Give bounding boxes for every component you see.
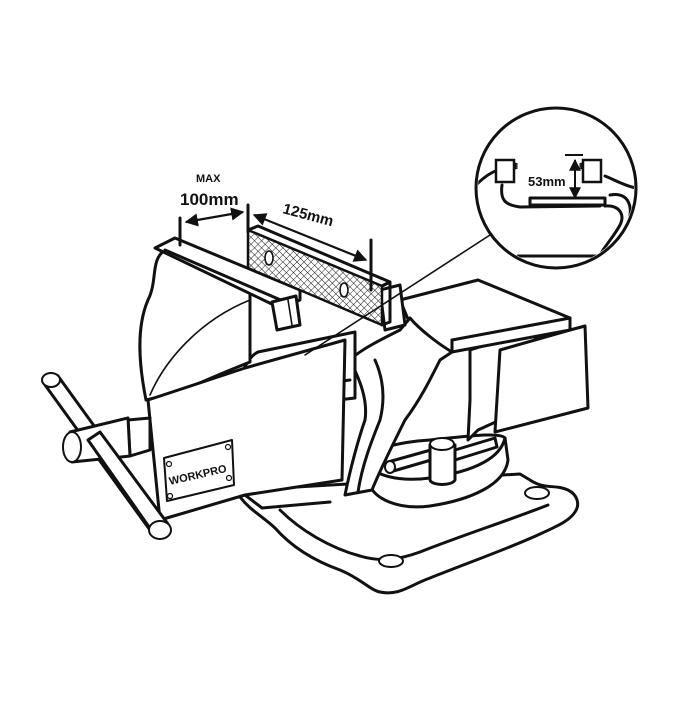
movable-jaw-body — [138, 236, 357, 522]
jaw-width-value: 125mm — [281, 200, 335, 230]
max-opening-value: 100mm — [180, 190, 239, 209]
throat-depth-detail: 53mm — [474, 106, 638, 270]
callout-leader-line — [304, 234, 491, 356]
max-opening-prefix: MAX — [196, 173, 221, 185]
swivel-lock-handle — [384, 436, 499, 486]
brand-plate: WORKPRO — [163, 439, 235, 502]
spindle-handle — [41, 372, 172, 540]
dimension-max-opening: MAX 100mm — [178, 173, 250, 247]
fixed-jaw-body — [343, 278, 590, 497]
throat-depth-value: 53mm — [528, 174, 566, 189]
